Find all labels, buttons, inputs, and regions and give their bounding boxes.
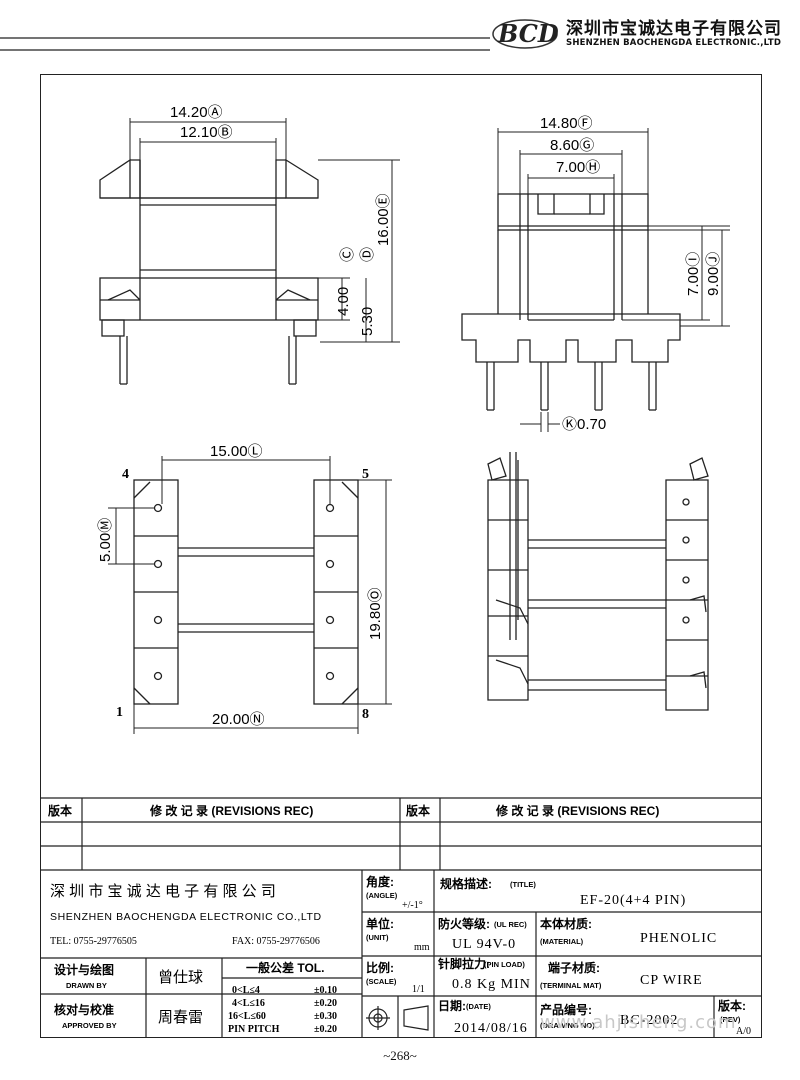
drawing-frame (40, 74, 762, 1038)
dim-k: Ⓚ0.70 (562, 416, 606, 433)
material-value: PHENOLIC (640, 931, 717, 946)
material-label: 本体材质: (540, 916, 592, 931)
dim-g: 8.60Ⓖ (550, 137, 594, 154)
front-dim-labels: 14.20Ⓐ 12.10Ⓑ Ⓒ Ⓓ 4.00 5.30 16.00Ⓔ (170, 104, 392, 336)
logo-swoosh (492, 19, 558, 49)
rev-record-right: 修 改 记 录 (REVISIONS REC) (495, 803, 659, 818)
company-name-cn: 深圳市宝诚达电子有限公司 (566, 19, 782, 39)
unit-label-en: (UNIT) (366, 933, 389, 942)
pin-5-label: 5 (362, 467, 369, 482)
dim-c-value: 4.00 (335, 287, 352, 316)
approved-by-label-en: APPROVED BY (62, 1021, 117, 1030)
approved-by-label: 核对与校准 (54, 1002, 114, 1017)
pinload-label-en: (PIN LOAD) (484, 960, 525, 969)
drawing-no-value: BC-2002 (620, 1013, 678, 1028)
dim-a: 14.20Ⓐ (170, 104, 223, 121)
title-label-en: (TITLE) (510, 880, 536, 889)
dim-i: 7.00Ⓘ (685, 252, 702, 296)
tolerance-title: 一般公差 TOL. (246, 960, 324, 975)
front-view-dims (129, 118, 400, 343)
rev-label-left: 版本 (48, 803, 72, 818)
rev-label: 版本: (718, 998, 746, 1013)
tol-val-0: ±0.10 (314, 985, 337, 996)
pin-8-label: 8 (362, 707, 369, 722)
tol-range-0: 0<L≤4 (232, 985, 260, 996)
tb-tel: TEL: 0755-29776505 (50, 936, 137, 947)
pinload-value: 0.8 Kg MIN (452, 977, 531, 992)
terminal-label-en: (TERMINAL MAT) (540, 981, 602, 990)
scale-value: 1/1 (412, 984, 425, 995)
dim-b: 12.10Ⓑ (180, 124, 233, 141)
tol-val-1: ±0.20 (314, 998, 337, 1009)
date-label-en: (DATE) (466, 1002, 491, 1011)
angle-label-en: (ANGLE) (366, 891, 398, 900)
projection-symbol-icon (366, 1005, 429, 1031)
scale-label: 比例: (366, 960, 394, 975)
tol-range-2: 16<L≤60 (228, 1011, 266, 1022)
bottom-view (133, 479, 359, 705)
dim-o: 19.80Ⓞ (367, 587, 384, 640)
terminal-label: 端子材质: (548, 960, 600, 975)
company-name-en: SHENZHEN BAOCHENGDA ELECTRONIC.,LTD (566, 38, 782, 48)
drawn-by-label-en: DRAWN BY (66, 981, 107, 990)
dim-n: 20.00Ⓝ (212, 711, 265, 728)
dim-l: 15.00Ⓛ (210, 443, 263, 460)
dim-h: 7.00Ⓗ (556, 159, 600, 176)
tol-val-3: ±0.20 (314, 1024, 337, 1035)
rev-label-en: (REV) (720, 1015, 741, 1024)
side-dim-labels: 14.80Ⓕ 8.60Ⓖ 7.00Ⓗ 7.00Ⓘ 9.00Ⓙ Ⓚ0.70 (540, 115, 722, 433)
dim-d: Ⓓ (359, 247, 376, 262)
title-value: EF-20(4+4 PIN) (580, 893, 686, 908)
unit-label: 单位: (366, 916, 394, 931)
rev-label-right: 版本 (406, 803, 430, 818)
watermark: www.ahjisheng.com (540, 1012, 737, 1033)
bottom-view-dims (108, 456, 392, 734)
date-label: 日期: (438, 998, 466, 1013)
drawing-no-label: 产品编号: (540, 1002, 592, 1017)
material-label-en: (MATERIAL) (540, 937, 584, 946)
tb-company-en: SHENZHEN BAOCHENGDA ELECTRONIC CO.,LTD (50, 911, 322, 923)
drawn-by-label: 设计与绘图 (54, 962, 114, 977)
tol-range-1: 4<L≤16 (232, 998, 265, 1009)
technical-drawing: 14.20Ⓐ 12.10Ⓑ Ⓒ Ⓓ 4.00 5.30 16.00Ⓔ 14.80… (97, 104, 730, 734)
bottom-dim-labels: 15.00Ⓛ 5.00Ⓜ 19.80Ⓞ 20.00Ⓝ 4 5 1 8 (97, 443, 384, 728)
dim-f: 14.80Ⓕ (540, 115, 593, 132)
tb-fax: FAX: 0755-29776506 (232, 936, 320, 947)
pin-4-label: 4 (122, 467, 129, 482)
pinload-label: 针脚拉力: (438, 956, 490, 971)
isometric-view (487, 452, 709, 711)
tol-range-3: PIN PITCH (228, 1024, 280, 1035)
dim-j: 9.00Ⓙ (705, 252, 722, 296)
dim-d-value: 5.30 (359, 307, 376, 336)
dim-m: 5.00Ⓜ (97, 518, 114, 562)
terminal-value: CP WIRE (640, 973, 703, 988)
rev-value: A/0 (736, 1026, 751, 1037)
drawing-no-label-en: (DRAWING NO) (540, 1021, 595, 1030)
dim-e: 16.00Ⓔ (375, 193, 392, 246)
page-number: ~268~ (383, 1048, 417, 1063)
angle-value: +/-1° (402, 900, 423, 911)
ul-label: 防火等级: (438, 916, 490, 931)
tol-val-2: ±0.30 (314, 1011, 337, 1022)
drawn-by-value: 曾仕球 (158, 969, 203, 986)
pin-1-label: 1 (116, 705, 123, 720)
side-view-dims (497, 128, 730, 432)
side-view (461, 193, 681, 411)
approved-by-value: 周春雷 (158, 1009, 203, 1026)
scale-label-en: (SCALE) (366, 977, 397, 986)
unit-value: mm (414, 942, 430, 953)
logo: BCD (497, 19, 559, 48)
rev-record-left: 修 改 记 录 (REVISIONS REC) (149, 803, 313, 818)
tb-company-cn: 深 圳 市 宝 诚 达 电 子 有 限 公 司 (50, 883, 276, 900)
ul-label-en: (UL REC) (494, 920, 527, 929)
header-art: BCD (0, 19, 559, 51)
dim-c: Ⓒ (339, 247, 356, 262)
ul-value: UL 94V-0 (452, 937, 516, 952)
page-header: BCD 深圳市宝诚达电子有限公司 SHENZHEN BAOCHENGDA ELE… (0, 0, 800, 62)
date-value: 2014/08/16 (454, 1021, 528, 1036)
title-label: 规格描述: (440, 876, 492, 891)
angle-label: 角度: (366, 874, 394, 889)
